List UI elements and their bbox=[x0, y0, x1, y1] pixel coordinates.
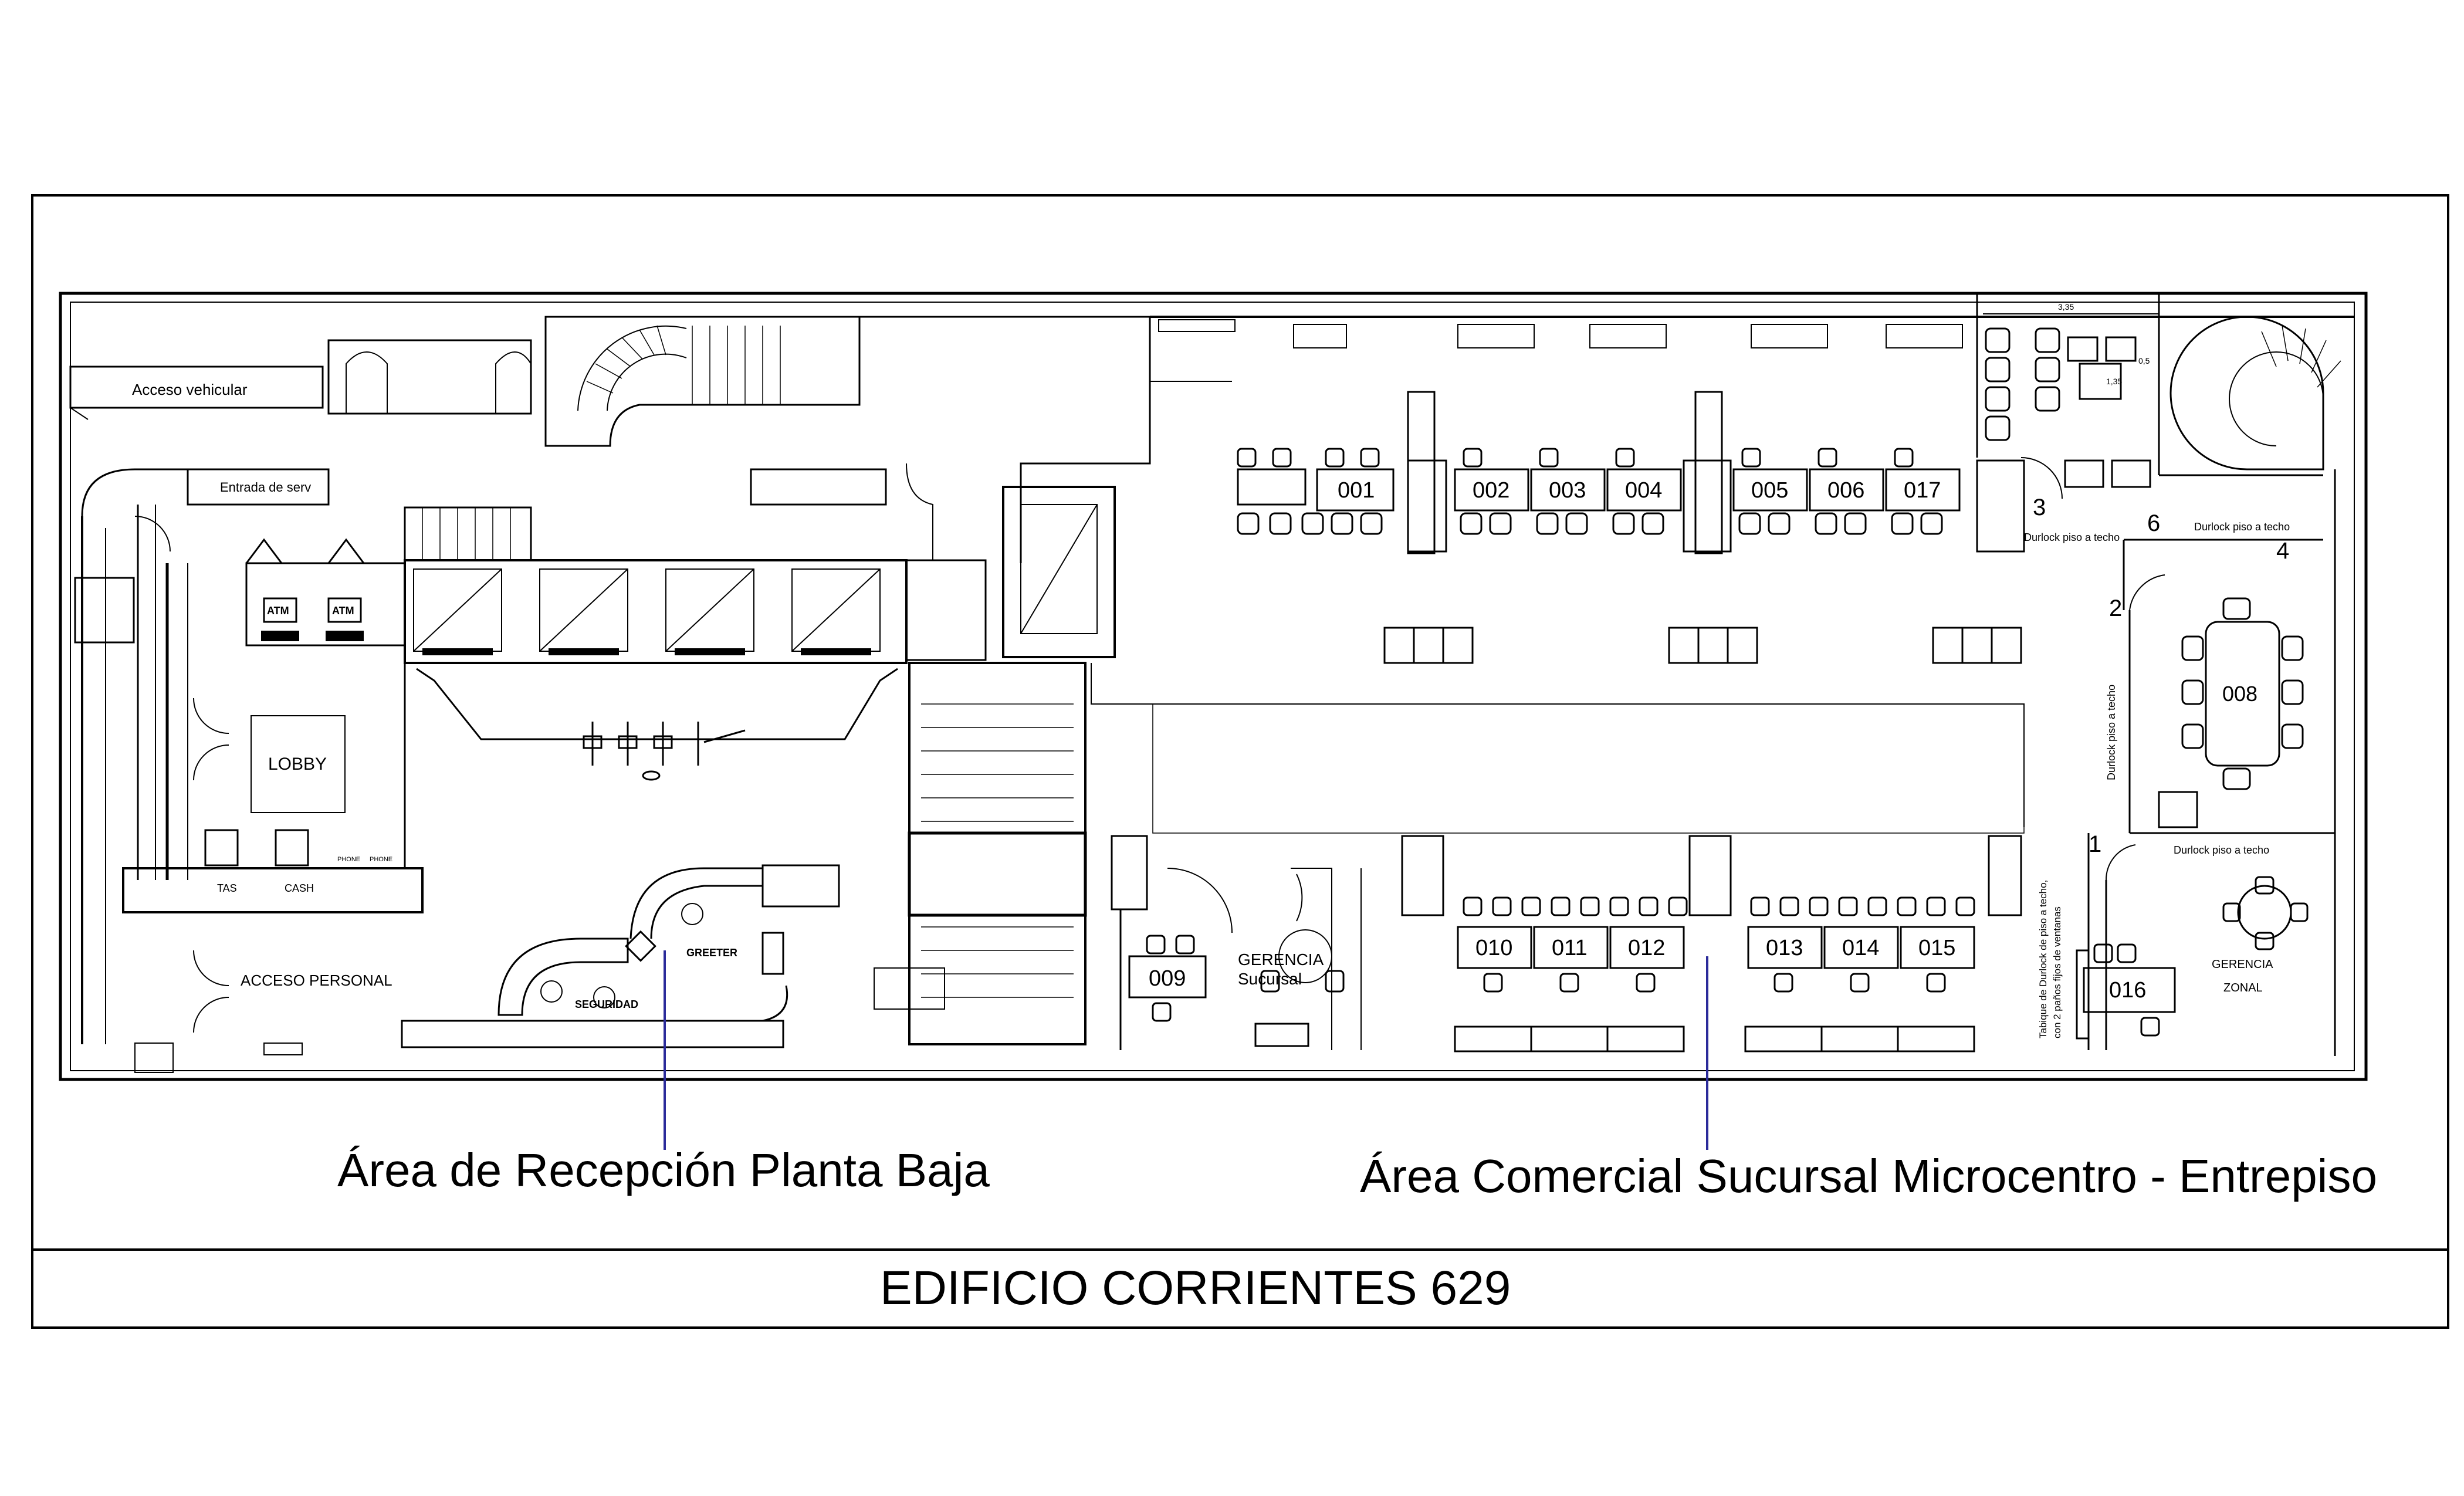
entrada-serv-label: Entrada de serv bbox=[220, 480, 311, 495]
dim-a-label: 0,5 bbox=[2138, 356, 2150, 365]
desk-labels-top: 001 002 003 004 005 006 017 bbox=[1338, 478, 1941, 503]
door-num-3: 3 bbox=[2033, 495, 2046, 520]
room-008-label: 008 bbox=[2222, 682, 2257, 706]
gerencia-sucursal-label-2: Sucursal bbox=[1238, 970, 1302, 988]
gerencia-zonal-label-1: GERENCIA bbox=[2212, 958, 2273, 971]
desk-label-010: 010 bbox=[1475, 936, 1512, 960]
desk-label-001: 001 bbox=[1338, 478, 1375, 503]
plan-outline bbox=[59, 292, 2368, 1081]
desk-label-011: 011 bbox=[1552, 936, 1588, 960]
acceso-vehicular-label: Acceso vehicular bbox=[132, 381, 248, 398]
lobby-label: LOBBY bbox=[268, 754, 327, 774]
durlock-label-4: Durlock piso a techo bbox=[2194, 521, 2290, 533]
desk-label-012: 012 bbox=[1628, 936, 1665, 960]
desk-labels-bottom: 010 011 012 013 014 015 bbox=[1475, 936, 1955, 960]
desk-label-005: 005 bbox=[1751, 478, 1788, 503]
seguridad-label: SEGURIDAD bbox=[575, 999, 638, 1010]
room-009-label: 009 bbox=[1149, 966, 1186, 991]
tas-label: TAS bbox=[217, 882, 237, 894]
atm-1-label: ATM bbox=[267, 605, 289, 617]
greeter-label: GREETER bbox=[686, 947, 737, 959]
desk-label-003: 003 bbox=[1549, 478, 1586, 503]
lobby-box bbox=[251, 715, 346, 813]
sheet-frame bbox=[31, 194, 2449, 1329]
phone-label-1: PHONE bbox=[337, 856, 360, 863]
caption-commercial-area: Área Comercial Sucursal Microcentro - En… bbox=[1360, 1150, 2377, 1202]
desk-label-013: 013 bbox=[1766, 936, 1803, 960]
door-num-1: 1 bbox=[2089, 831, 2101, 857]
cash-label: CASH bbox=[285, 882, 314, 894]
room-016-label: 016 bbox=[2109, 978, 2146, 1003]
gerencia-zonal-label-2: ZONAL bbox=[2223, 981, 2263, 994]
desk-label-014: 014 bbox=[1842, 936, 1879, 960]
phone-label-2: PHONE bbox=[370, 856, 392, 863]
acceso-personal-label: ACCESO PERSONAL bbox=[241, 972, 392, 989]
durlock-label-vertical: Durlock piso a techo bbox=[2106, 685, 2117, 780]
dim-b-label: 1,35 bbox=[2106, 377, 2122, 386]
durlock-label-3: Durlock piso a techo bbox=[2024, 532, 2120, 543]
desk-label-015: 015 bbox=[1918, 936, 1955, 960]
plan-inner-wall bbox=[70, 302, 2355, 1071]
desk-label-002: 002 bbox=[1473, 478, 1509, 503]
ground-floor-core: GREETER SEGURIDAD bbox=[327, 316, 1151, 1048]
tabique-label-1: Tabique de Durlock de piso a techo, bbox=[2037, 880, 2049, 1038]
desk-label-006: 006 bbox=[1827, 478, 1864, 503]
desk-label-017: 017 bbox=[1904, 478, 1941, 503]
gerencia-sucursal-label-1: GERENCIA bbox=[1238, 950, 1324, 969]
door-num-6: 6 bbox=[2147, 510, 2160, 536]
tabique-label-2: con 2 paños fijos de ventanas bbox=[2052, 906, 2063, 1038]
drawing-title: EDIFICIO CORRIENTES 629 bbox=[880, 1261, 1511, 1315]
mezzanine-area bbox=[1091, 293, 2354, 1056]
dim-top-label: 3,35 bbox=[2058, 302, 2074, 312]
door-num-2: 2 bbox=[2109, 595, 2122, 621]
desk-label-004: 004 bbox=[1625, 478, 1662, 503]
door-num-4: 4 bbox=[2276, 538, 2289, 564]
atm-2-label: ATM bbox=[332, 605, 354, 617]
durlock-label-zonal: Durlock piso a techo bbox=[2174, 844, 2269, 856]
ground-floor-left: Acceso vehicular Entrada de serv ATM ATM… bbox=[69, 365, 424, 1073]
caption-reception: Área de Recepción Planta Baja bbox=[337, 1144, 990, 1196]
